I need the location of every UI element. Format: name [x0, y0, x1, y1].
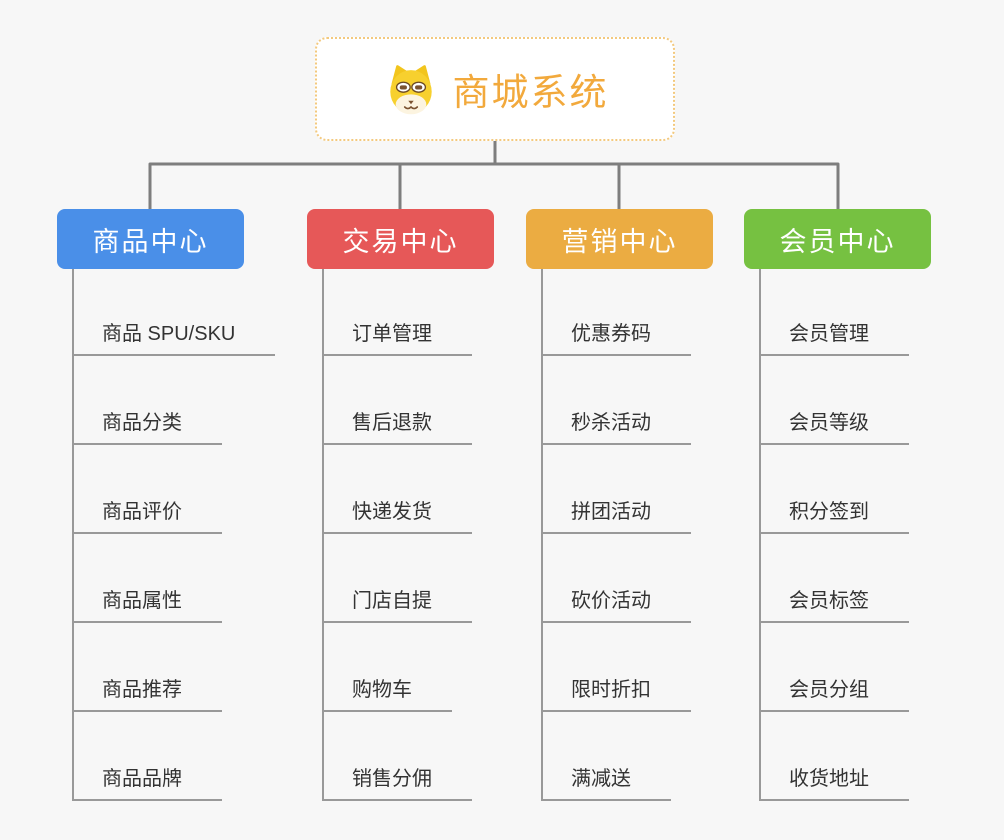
leaf-label: 满减送	[571, 768, 631, 790]
leaf-label: 门店自提	[352, 590, 432, 612]
leaf-node[interactable]: 商品品牌	[72, 767, 222, 801]
root-title: 商城系统	[452, 72, 609, 113]
branch-node-marketing[interactable]: 营销中心	[526, 209, 713, 269]
branch-column-member: 会员中心 会员管理 会员等级 积分签到 会员标签 会员分组 收货地址	[744, 0, 1004, 840]
leaf-label: 会员标签	[789, 590, 869, 612]
leaf-label: 商品属性	[102, 590, 182, 612]
leaf-label: 商品推荐	[102, 679, 182, 701]
leaf-label: 快递发货	[352, 501, 432, 523]
branch-column-trade: 交易中心 订单管理 售后退款 快递发货 门店自提 购物车 销售分佣	[307, 0, 569, 840]
root-node[interactable]: 商城系统	[315, 37, 675, 141]
leaf-node[interactable]: 订单管理	[322, 322, 472, 356]
leaf-node[interactable]: 优惠券码	[541, 322, 691, 356]
leaf-node[interactable]: 商品 SPU/SKU	[72, 322, 276, 356]
doge-icon	[389, 65, 432, 115]
leaf-label: 会员等级	[789, 412, 869, 434]
leaf-node[interactable]: 会员分组	[759, 678, 909, 712]
branch-node-trade[interactable]: 交易中心	[307, 209, 494, 269]
leaf-node[interactable]: 会员标签	[759, 589, 909, 623]
branch-node-member[interactable]: 会员中心	[744, 209, 931, 269]
leaf-node[interactable]: 会员管理	[759, 322, 909, 356]
leaf-node[interactable]: 快递发货	[322, 500, 472, 534]
leaf-node[interactable]: 拼团活动	[541, 500, 691, 534]
branch-spine-line	[72, 269, 74, 801]
leaf-label: 售后退款	[352, 412, 432, 434]
leaf-node[interactable]: 销售分佣	[322, 767, 472, 801]
leaf-node[interactable]: 积分签到	[759, 500, 909, 534]
branch-column-marketing: 营销中心 优惠券码 秒杀活动 拼团活动 砍价活动 限时折扣 满减送	[526, 0, 788, 840]
leaf-node[interactable]: 商品分类	[72, 411, 222, 445]
leaf-label: 秒杀活动	[571, 412, 651, 434]
leaf-label: 收货地址	[789, 768, 869, 790]
leaf-node[interactable]: 会员等级	[759, 411, 909, 445]
leaf-node[interactable]: 限时折扣	[541, 678, 691, 712]
leaf-node[interactable]: 售后退款	[322, 411, 472, 445]
leaf-label: 砍价活动	[571, 590, 651, 612]
branch-node-product[interactable]: 商品中心	[57, 209, 244, 269]
leaf-label: 优惠券码	[571, 323, 651, 345]
leaf-label: 订单管理	[352, 323, 432, 345]
leaf-node[interactable]: 商品推荐	[72, 678, 222, 712]
leaf-label: 限时折扣	[571, 679, 651, 701]
leaf-label: 拼团活动	[571, 501, 651, 523]
leaf-label: 会员分组	[789, 679, 869, 701]
branch-spine-line	[541, 269, 543, 801]
leaf-label: 销售分佣	[352, 768, 432, 790]
leaf-label: 商品分类	[102, 412, 182, 434]
leaf-node[interactable]: 满减送	[541, 767, 671, 801]
branch-column-product: 商品中心 商品 SPU/SKU 商品分类 商品评价 商品属性 商品推荐 商品品牌	[57, 0, 319, 840]
leaf-node[interactable]: 商品属性	[72, 589, 222, 623]
leaf-label: 积分签到	[789, 501, 869, 523]
leaf-node[interactable]: 购物车	[322, 678, 452, 712]
branch-label: 交易中心	[342, 226, 459, 257]
leaf-node[interactable]: 砍价活动	[541, 589, 691, 623]
branch-spine-line	[322, 269, 324, 801]
branch-label: 会员中心	[779, 226, 896, 257]
branch-spine-line	[759, 269, 761, 801]
leaf-node[interactable]: 收货地址	[759, 767, 909, 801]
leaf-label: 商品评价	[102, 501, 182, 523]
leaf-label: 商品品牌	[102, 768, 182, 790]
leaf-node[interactable]: 商品评价	[72, 500, 222, 534]
leaf-label: 会员管理	[789, 323, 869, 345]
leaf-label: 商品 SPU/SKU	[102, 323, 236, 345]
leaf-node[interactable]: 秒杀活动	[541, 411, 691, 445]
leaf-node[interactable]: 门店自提	[322, 589, 472, 623]
leaf-label: 购物车	[352, 679, 412, 701]
branch-label: 商品中心	[92, 226, 209, 257]
branch-label: 营销中心	[561, 226, 678, 257]
